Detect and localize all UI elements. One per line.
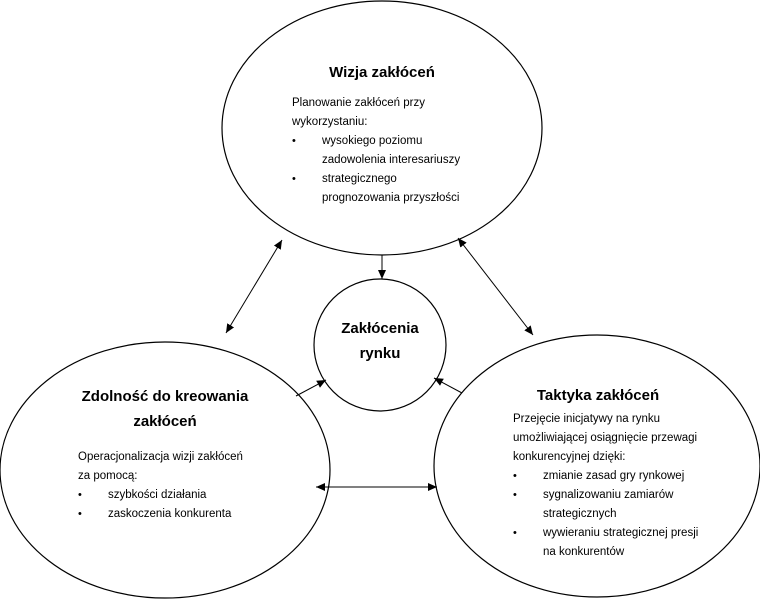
tactics-text: Przejęcie inicjatywy na rynku umożliwiaj… [513,410,698,562]
list-item: • wysokiego poziomu zadowolenia interesa… [292,132,460,170]
list-item: • zmianie zasad gry rynkowej [513,467,698,486]
bullet-icon: • [513,527,517,539]
center-title-line: Zakłócenia [341,320,419,337]
list-item: • szybkości działania [78,486,243,505]
list-item: • wywieraniu strategicznej presji na kon… [513,524,698,562]
bullet-icon: • [292,173,296,185]
list-item: • strategicznego prognozowania przyszłoś… [292,170,460,208]
bullet-icon: • [78,489,82,501]
list-item-text: zadowolenia interesariuszy [322,154,461,166]
tactics-intro: Przejęcie inicjatywy na rynku [513,413,661,425]
arrow-tactics-to-center [433,377,463,394]
vision-title: Wizja zakłóceń [329,64,435,81]
list-item-text: strategicznego [322,173,397,185]
list-item-text: na konkurentów [543,546,625,558]
tactics-title: Taktyka zakłóceń [536,387,660,404]
center-circle [313,278,447,412]
center-title: Zakłócenia rynku [300,316,460,366]
vision-intro: wykorzystaniu: [292,116,368,128]
bullet-icon: • [78,508,82,520]
arrow-vision-capability [225,239,283,334]
capability-title: Zdolność do kreowania zakłóceń [45,384,285,434]
capability-title-line: Zdolność do kreowania [81,388,249,405]
vision-text: Planowanie zakłóceń przy wykorzystaniu: … [292,94,460,208]
bullet-icon: • [513,489,517,501]
capability-text: Operacjonalizacja wizji zakłóceń za pomo… [78,448,243,524]
list-item: • sygnalizowaniu zamiarów strategicznych [513,486,698,524]
bullet-icon: • [292,135,296,147]
vision-intro: Planowanie zakłóceń przy [292,97,425,109]
list-item-text: sygnalizowaniu zamiarów [543,489,674,501]
tactics-intro: konkurencyjnej dzięki: [513,451,626,463]
arrow-capability-to-center [295,379,327,397]
list-item-text: szybkości działania [108,489,207,501]
tactics-ellipse [433,334,760,598]
center-title-line: rynku [359,345,401,362]
capability-intro: za pomocą: [78,470,138,482]
tactics-intro: umożliwiającej osiągnięcie przewagi [513,432,698,444]
list-item-text: zaskoczenia konkurenta [108,508,232,520]
bullet-icon: • [513,470,517,482]
list-item: • zaskoczenia konkurenta [78,505,243,524]
list-item-text: strategicznych [543,508,617,520]
arrow-vision-tactics [457,237,534,336]
capability-ellipse [0,341,331,599]
list-item-text: prognozowania przyszłości [322,192,460,204]
list-item-text: wysokiego poziomu [322,135,423,147]
list-item-text: wywieraniu strategicznej presji [543,527,699,539]
capability-intro: Operacjonalizacja wizji zakłóceń [78,451,243,463]
list-item-text: zmianie zasad gry rynkowej [543,470,685,482]
capability-title-line: zakłóceń [133,413,197,430]
